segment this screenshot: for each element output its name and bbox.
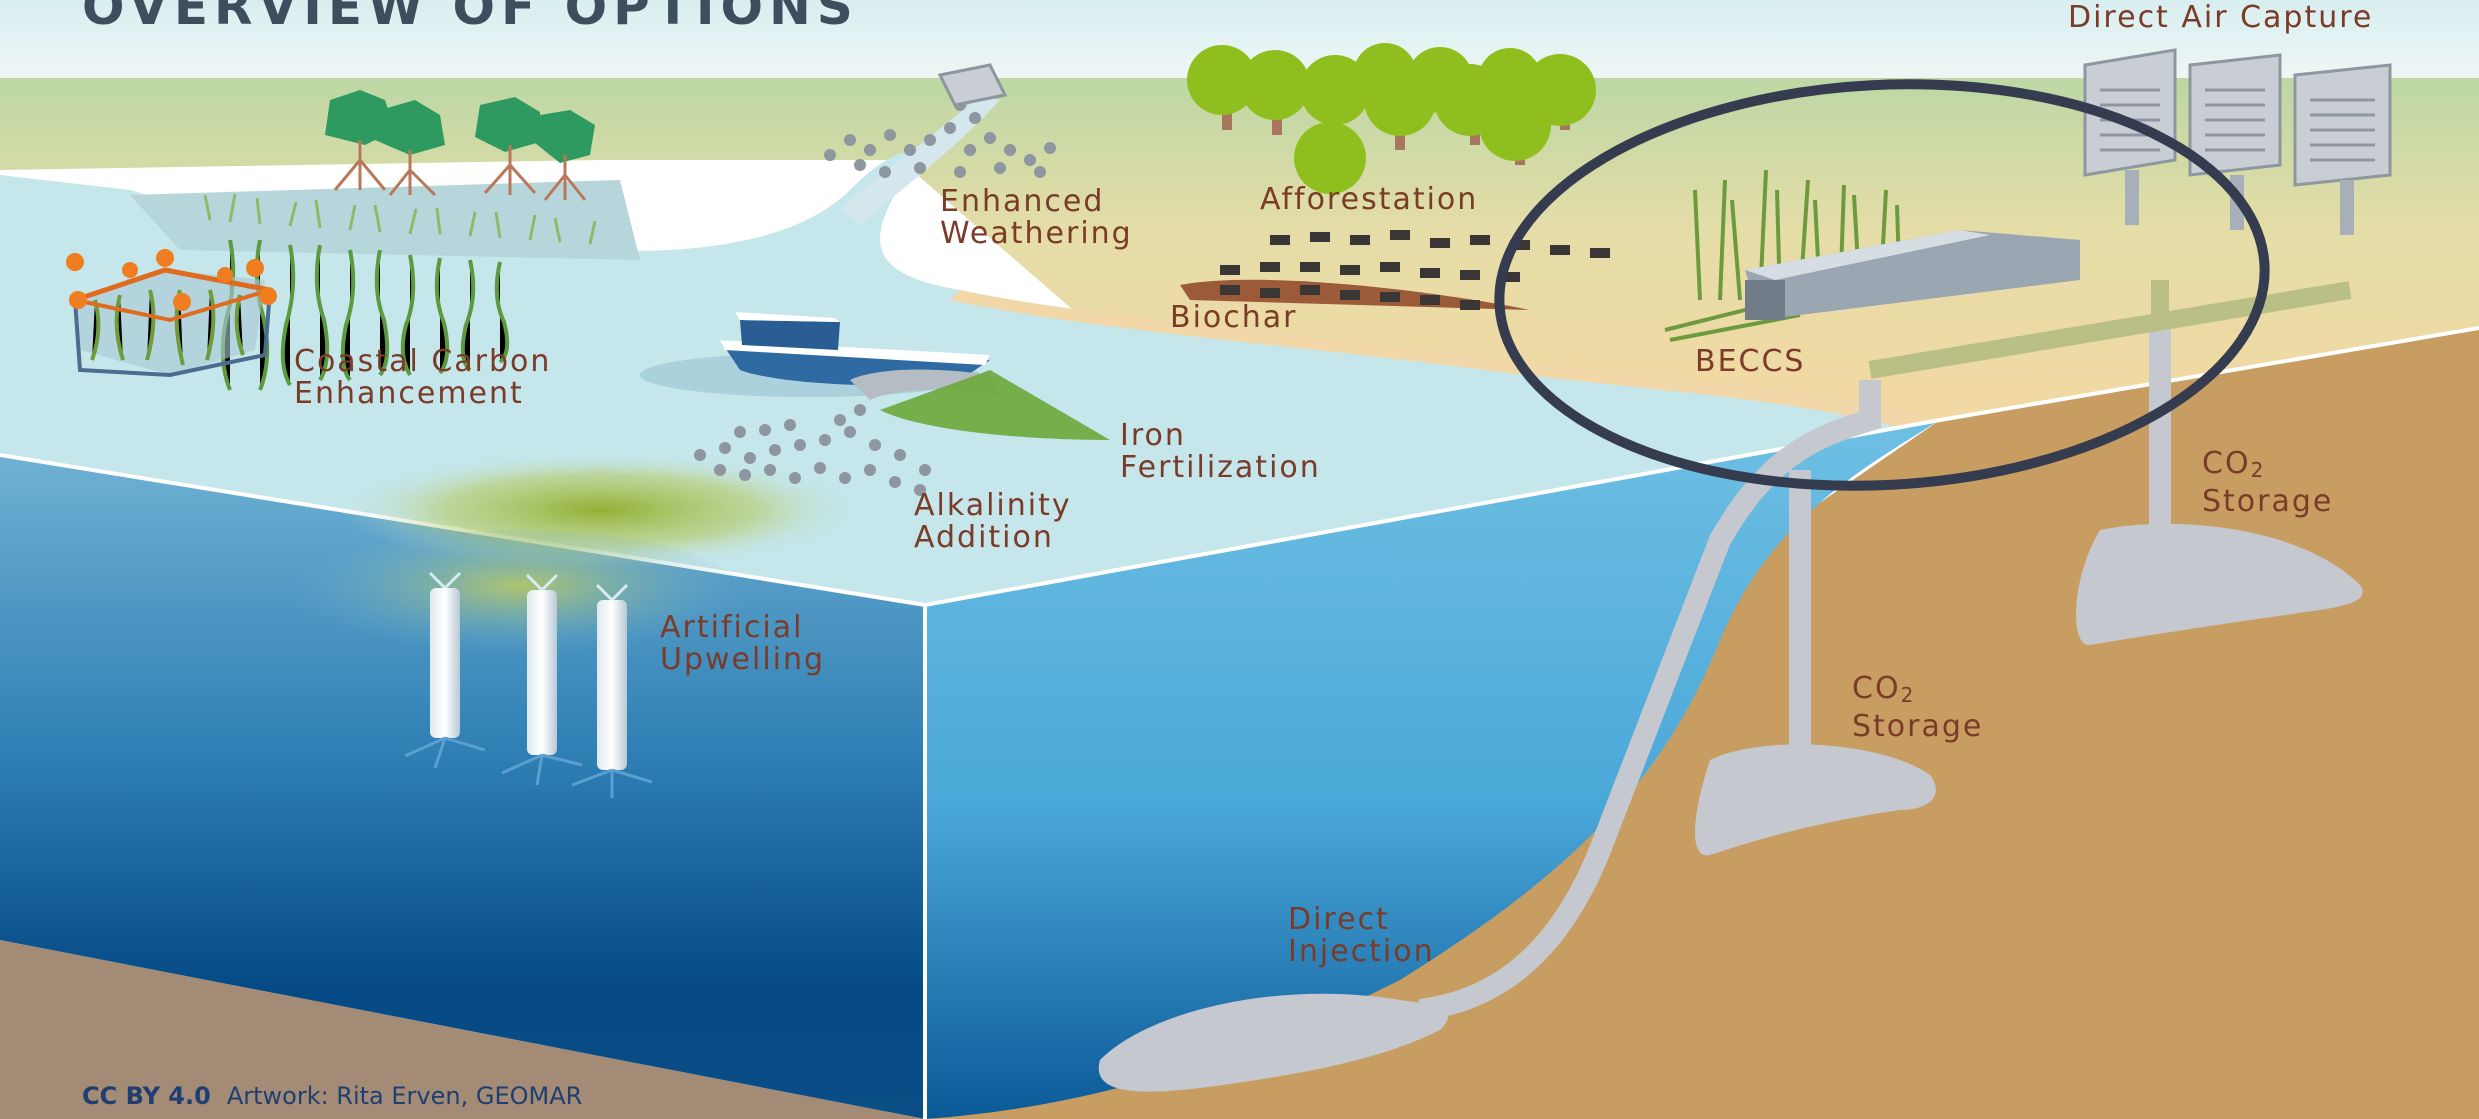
label-line: Alkalinity: [914, 488, 1072, 523]
label-line: Direct Air Capture: [2068, 0, 2374, 35]
boat: [640, 312, 1000, 400]
label-line: BECCS: [1695, 344, 1806, 379]
upwelling-glow: [290, 530, 750, 670]
label-co2-storage-sea: CO2 Storage: [1852, 673, 1983, 743]
co2-prefix: CO: [2202, 446, 2251, 481]
label-enhanced-weathering: Enhanced Weathering: [940, 186, 1133, 250]
coastal-vegetation: [130, 90, 640, 391]
land-surface: [0, 78, 2479, 420]
dac-units: [2083, 48, 2392, 235]
label-line: Fertilization: [1120, 450, 1321, 485]
kelp-farm: [66, 249, 277, 378]
label-line: Enhanced: [940, 184, 1105, 219]
artwork-credit: Artwork: Rita Erven, GEOMAR: [226, 1082, 583, 1110]
alkalinity-rocks: [694, 404, 931, 496]
label-afforestation: Afforestation: [1260, 184, 1478, 216]
label-line: Coastal Carbon: [294, 344, 552, 379]
upwelling-tubes: [404, 571, 653, 798]
co2-reservoirs: [1098, 523, 2363, 1092]
label-line: Afforestation: [1260, 182, 1479, 217]
label-line: Weathering: [940, 216, 1133, 251]
label-line: Upwelling: [660, 642, 826, 677]
label-line: Injection: [1288, 934, 1435, 969]
label-biochar: Biochar: [1170, 302, 1298, 334]
label-coastal-carbon: Coastal Carbon Enhancement: [294, 346, 551, 410]
label-line: CO2: [1852, 673, 1983, 711]
beach: [950, 290, 1940, 428]
weathering-rocks: [824, 63, 1056, 225]
label-line: CO2: [2202, 448, 2333, 486]
page-title: OVERVIEW OF OPTIONS: [82, 0, 859, 36]
label-line: Addition: [914, 520, 1054, 555]
co2-subscript: 2: [1900, 683, 1916, 707]
label-line: Artificial: [660, 610, 804, 645]
highlight-ellipse: [1494, 79, 2270, 491]
label-alkalinity-addition: Alkalinity Addition: [914, 490, 1072, 554]
iron-plume: [880, 370, 1110, 440]
license-badge: CC BY 4.0: [82, 1082, 211, 1110]
label-beccs: BECCS: [1695, 346, 1805, 378]
afforestation-trees: [1187, 43, 1596, 194]
beccs-plant: [1664, 169, 2080, 342]
label-line: Storage: [1852, 709, 1984, 744]
label-co2-storage-land: CO2 Storage: [2202, 448, 2333, 518]
co2-prefix: CO: [1852, 671, 1901, 706]
co2-subscript: 2: [2250, 458, 2266, 482]
biochar-rows: [1180, 230, 1610, 310]
credit-line: CC BY 4.0 Artwork: Rita Erven, GEOMAR: [82, 1082, 582, 1110]
label-direct-air-capture: Direct Air Capture: [2068, 2, 2373, 34]
label-line: Direct: [1288, 902, 1390, 937]
label-artificial-upwelling: Artificial Upwelling: [660, 612, 825, 676]
label-iron-fertilization: Iron Fertilization: [1120, 420, 1321, 484]
label-direct-injection: Direct Injection: [1288, 904, 1435, 968]
label-line: Enhancement: [294, 376, 524, 411]
label-line: Iron: [1120, 418, 1186, 453]
label-line: Storage: [2202, 484, 2334, 519]
deep-ocean-right: [925, 420, 1940, 1119]
label-line: Biochar: [1170, 300, 1298, 335]
ccs-pipes: [1418, 280, 2352, 1021]
